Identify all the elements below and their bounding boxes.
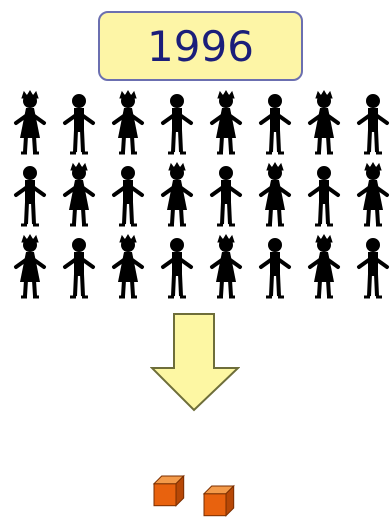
person-figure xyxy=(112,234,144,299)
person-figure xyxy=(259,162,291,227)
person-figure xyxy=(161,94,193,155)
person-figure xyxy=(210,166,242,227)
person-figure xyxy=(14,234,46,299)
person-figure xyxy=(63,94,95,155)
person-figure xyxy=(63,162,95,227)
down-arrow xyxy=(150,313,240,412)
down-arrow-shape xyxy=(150,313,240,412)
person-figure xyxy=(357,94,389,155)
cube xyxy=(152,474,185,507)
people-grid xyxy=(14,90,389,299)
person-figure xyxy=(259,94,291,155)
person-figure xyxy=(210,234,242,299)
person-figure xyxy=(14,90,46,155)
year-label: 1996 xyxy=(98,11,303,81)
person-figure xyxy=(357,162,389,227)
person-figure xyxy=(161,162,193,227)
person-figure xyxy=(308,234,340,299)
person-figure xyxy=(308,166,340,227)
person-figure xyxy=(14,166,46,227)
person-figure xyxy=(210,90,242,155)
cube xyxy=(202,484,235,517)
person-figure xyxy=(259,238,291,299)
person-figure xyxy=(357,238,389,299)
cubes-group xyxy=(152,474,235,517)
person-figure xyxy=(161,238,193,299)
person-figure xyxy=(63,238,95,299)
person-figure xyxy=(308,90,340,155)
person-figure xyxy=(112,90,144,155)
person-figure xyxy=(112,166,144,227)
